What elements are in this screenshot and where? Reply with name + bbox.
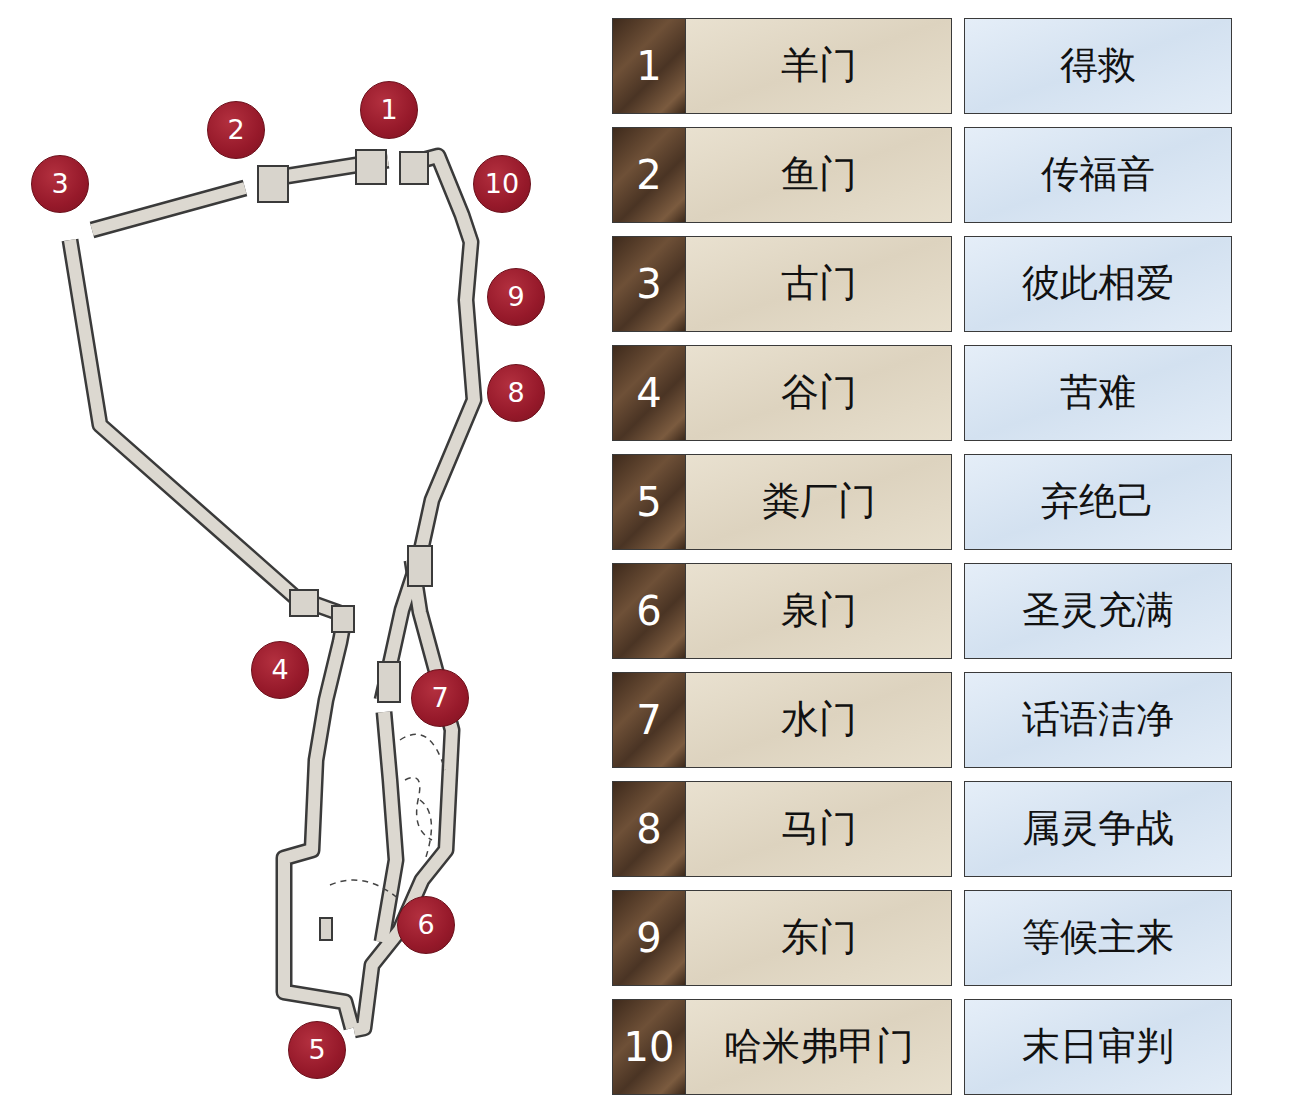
meaning-cell: 等候主来 (964, 890, 1232, 986)
callout-circle: 1 (360, 81, 418, 139)
node-label: 10 (624, 1025, 675, 1069)
callout-circle: 5 (288, 1021, 346, 1079)
node-label: 2 (636, 153, 661, 197)
node-label: 7 (431, 683, 448, 713)
dashed-line (330, 734, 445, 900)
node-label: 谷门 (781, 372, 857, 414)
node-label: 圣灵充满 (1022, 590, 1174, 632)
row-number-cell: 7 (612, 672, 686, 768)
callout-circle: 9 (487, 268, 545, 326)
row-number-cell: 5 (612, 454, 686, 550)
gate-name-cell: 羊门 (686, 18, 952, 114)
node-label: 9 (507, 282, 524, 312)
row-number-cell: 10 (612, 999, 686, 1095)
node-label: 1 (636, 44, 661, 88)
node-label: 羊门 (781, 45, 857, 87)
gate-name-cell: 马门 (686, 781, 952, 877)
gate-tower (258, 150, 432, 940)
node-label: 彼此相爱 (1022, 263, 1174, 305)
callout-circle: 10 (473, 155, 531, 213)
node-label: 5 (636, 480, 661, 524)
gate-name-cell: 泉门 (686, 563, 952, 659)
meaning-cell: 属灵争战 (964, 781, 1232, 877)
gate-name-cell: 东门 (686, 890, 952, 986)
meaning-cell: 话语洁净 (964, 672, 1232, 768)
node-label: 鱼门 (781, 154, 857, 196)
wall-fill (70, 156, 474, 1030)
node-label: 传福音 (1041, 154, 1155, 196)
node-label: 6 (417, 910, 434, 940)
node-label: 粪厂门 (762, 481, 876, 523)
node-label: 5 (308, 1035, 325, 1065)
node-label: 属灵争战 (1022, 808, 1174, 850)
meaning-cell: 彼此相爱 (964, 236, 1232, 332)
callout-circle: 6 (397, 896, 455, 954)
gate-name-cell: 水门 (686, 672, 952, 768)
gate-name-cell: 古门 (686, 236, 952, 332)
node-label: 等候主来 (1022, 917, 1174, 959)
node-label: 古门 (781, 263, 857, 305)
row-number-cell: 8 (612, 781, 686, 877)
meaning-cell: 传福音 (964, 127, 1232, 223)
meaning-cell: 得救 (964, 18, 1232, 114)
row-number-cell: 3 (612, 236, 686, 332)
node-label: 1 (380, 95, 397, 125)
node-label: 6 (636, 589, 661, 633)
node-label: 东门 (781, 917, 857, 959)
gate-name-cell: 鱼门 (686, 127, 952, 223)
node-label: 3 (51, 169, 68, 199)
meaning-cell: 圣灵充满 (964, 563, 1232, 659)
node-label: 3 (636, 262, 661, 306)
node-label: 8 (636, 807, 661, 851)
node-label: 泉门 (781, 590, 857, 632)
gate-name-cell: 谷门 (686, 345, 952, 441)
node-label: 4 (271, 655, 288, 685)
wall-outline (70, 156, 474, 1030)
callout-circle: 3 (31, 155, 89, 213)
node-label: 马门 (781, 808, 857, 850)
row-number-cell: 1 (612, 18, 686, 114)
node-label: 弃绝己 (1041, 481, 1155, 523)
row-number-cell: 2 (612, 127, 686, 223)
row-number-cell: 6 (612, 563, 686, 659)
meaning-cell: 弃绝己 (964, 454, 1232, 550)
node-label: 2 (227, 115, 244, 145)
callout-circle: 2 (207, 101, 265, 159)
callout-circle: 4 (251, 641, 309, 699)
node-label: 10 (485, 169, 519, 199)
meaning-cell: 末日审判 (964, 999, 1232, 1095)
node-label: 苦难 (1060, 372, 1136, 414)
node-label: 末日审判 (1022, 1026, 1174, 1068)
node-label: 8 (507, 378, 524, 408)
row-number-cell: 4 (612, 345, 686, 441)
node-label: 4 (636, 371, 661, 415)
gate-name-cell: 哈米弗甲门 (686, 999, 952, 1095)
callout-circle: 8 (487, 364, 545, 422)
gate-name-cell: 粪厂门 (686, 454, 952, 550)
node-label: 哈米弗甲门 (724, 1026, 914, 1068)
callout-circle: 7 (411, 669, 469, 727)
node-label: 水门 (781, 699, 857, 741)
node-label: 话语洁净 (1022, 699, 1174, 741)
meaning-cell: 苦难 (964, 345, 1232, 441)
node-label: 9 (636, 916, 661, 960)
row-number-cell: 9 (612, 890, 686, 986)
node-label: 得救 (1060, 45, 1136, 87)
node-label: 7 (636, 698, 661, 742)
